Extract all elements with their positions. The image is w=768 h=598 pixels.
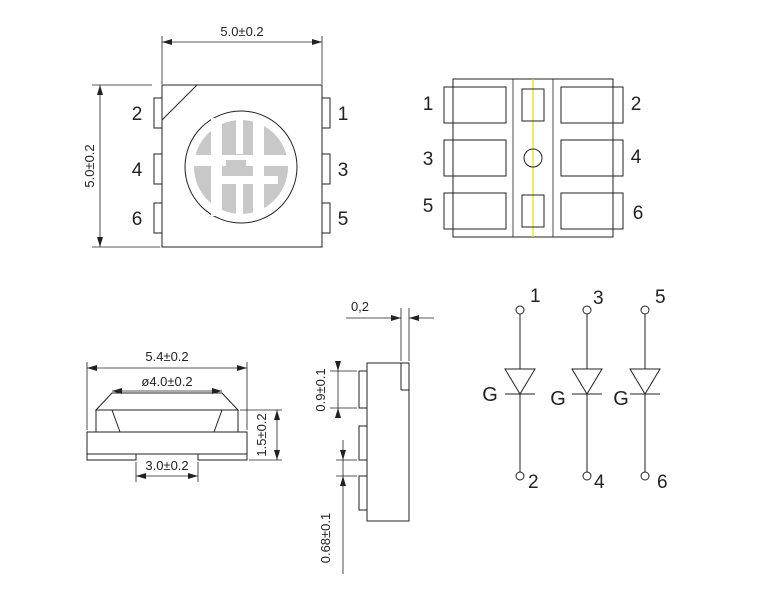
diode-2-anode-label: 3: [593, 288, 604, 309]
side-view: 5.4±0.2 ø4.0±0.2 3.0±0.2 1.5±0.2: [86, 349, 282, 482]
diode-2: 3 4 G: [550, 288, 605, 493]
bottom-pad-2: [560, 86, 624, 124]
bottom-pad-5: [443, 192, 507, 230]
bottom-pin-left-3: 5: [423, 196, 434, 217]
bottom-pin-left-2: 3: [423, 149, 434, 170]
side-body-lower: [86, 431, 248, 455]
diode-1-cathode-label: 2: [528, 472, 539, 493]
pin-tab-6: [153, 202, 163, 234]
bottom-view: 1 3 5 2 4 6: [423, 78, 644, 238]
top-pin-left-3: 6: [132, 209, 143, 230]
side-body-upper: [95, 409, 239, 433]
diode-3-anode-label: 5: [655, 287, 666, 308]
center-circle: [523, 148, 543, 168]
bottom-pin-left-1: 1: [423, 94, 434, 115]
pin-tab-2: [153, 97, 163, 129]
pin-tab-4: [153, 153, 163, 185]
top-width-dim: 5.0±0.2: [220, 24, 263, 39]
top-pin-right-2: 3: [338, 160, 349, 181]
top-view: 5.0±0.2 5.0±0.2 2 4 6 1 3 5: [82, 24, 349, 248]
bottom-pin-right-3: 6: [633, 203, 644, 224]
diode-1-color-label: G: [482, 384, 498, 406]
pin-tab-3: [321, 153, 331, 185]
end-pad-2: [358, 425, 368, 461]
die-center: [226, 160, 246, 174]
side-lens-dim: ø4.0±0.2: [141, 374, 192, 389]
end-pitch-dim: 0.68±0.1: [318, 513, 333, 564]
diode-1: 1 2 G: [482, 286, 540, 493]
center-pad-top: [521, 88, 545, 122]
pin1-chamfer: [161, 84, 198, 121]
diode-2-color-label: G: [550, 388, 566, 410]
diode-3: 5 6 G: [613, 287, 667, 493]
top-height-dim: 5.0±0.2: [82, 144, 97, 187]
lens-outer: [184, 110, 298, 224]
bottom-pad-6: [560, 192, 624, 230]
diode-1-anode-label: 1: [530, 286, 541, 307]
end-gap-dim: 0,2: [351, 299, 369, 314]
side-lens: [94, 392, 240, 411]
pin-tab-5: [321, 202, 331, 234]
end-view: 0,2 0.9±0.1 0.68±0.1: [313, 299, 434, 574]
side-base-dim: 3.0±0.2: [145, 458, 188, 473]
end-pad-dim: 0.9±0.1: [313, 368, 328, 411]
diode-3-cathode-label: 6: [657, 472, 668, 493]
bottom-pin-right-2: 4: [631, 147, 642, 168]
end-pad-1: [358, 370, 368, 409]
bottom-pad-3: [443, 139, 507, 177]
end-body: [366, 362, 410, 522]
pin-tab-1: [321, 97, 331, 129]
bottom-pad-1: [443, 86, 507, 124]
top-pin-right-3: 5: [338, 209, 349, 230]
bottom-pad-4: [560, 139, 624, 177]
diode-2-cathode-label: 4: [594, 472, 605, 493]
end-pad-3: [358, 475, 368, 511]
side-height-dim: 1.5±0.2: [254, 413, 269, 456]
schematic: 1 2 G 3 4 G 5 6 G: [482, 286, 667, 493]
top-pin-right-1: 1: [338, 104, 349, 125]
center-pad-bottom: [521, 194, 545, 228]
top-pin-left-1: 2: [132, 104, 143, 125]
top-pin-left-2: 4: [132, 160, 143, 181]
diode-3-color-label: G: [613, 388, 629, 410]
bottom-pin-right-1: 2: [631, 94, 642, 115]
side-width-dim: 5.4±0.2: [145, 349, 188, 364]
